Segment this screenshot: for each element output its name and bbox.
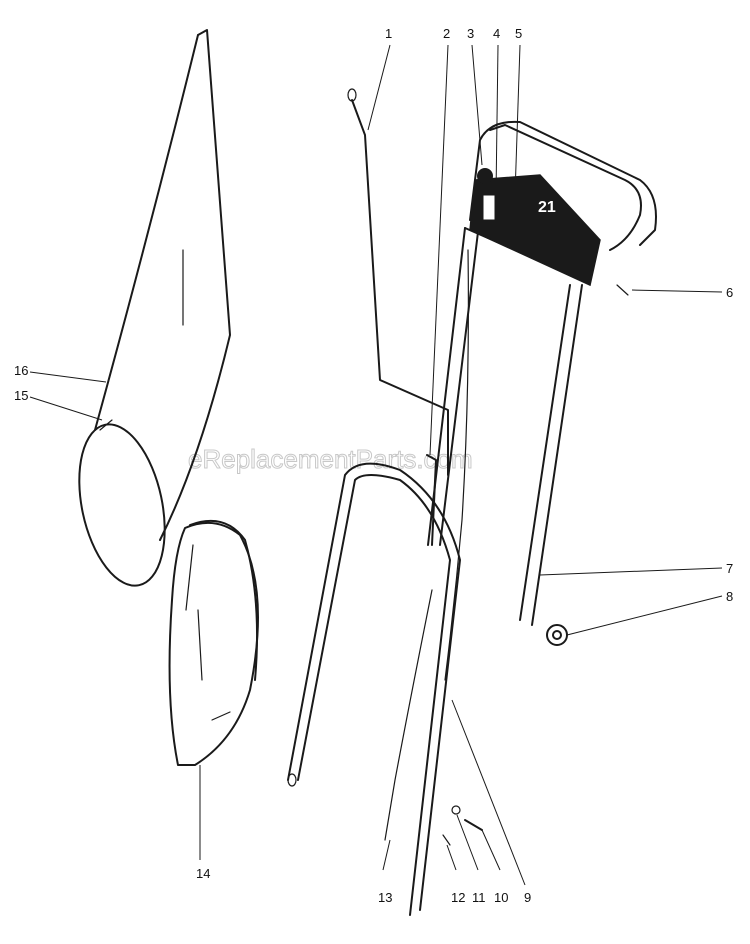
callout-4: 4 bbox=[493, 26, 500, 41]
callout-6: 6 bbox=[726, 285, 733, 300]
callout-2: 2 bbox=[443, 26, 450, 41]
callout-11: 11 bbox=[472, 890, 486, 905]
plate-number: 21 bbox=[538, 199, 556, 216]
callout-5: 5 bbox=[515, 26, 522, 41]
callout-3: 3 bbox=[467, 26, 474, 41]
callout-16: 16 bbox=[14, 363, 28, 378]
callouts: 1 2 3 4 5 6 7 8 9 10 11 12 13 14 15 16 bbox=[14, 26, 733, 905]
callout-15: 15 bbox=[14, 388, 28, 403]
watermark: eReplacementParts.com bbox=[188, 444, 473, 474]
lower-handle bbox=[287, 462, 461, 916]
control-rod bbox=[347, 88, 449, 476]
callout-9: 9 bbox=[524, 890, 531, 905]
control-plate: 21 bbox=[469, 168, 601, 287]
grass-bag bbox=[94, 29, 231, 541]
washer bbox=[451, 805, 461, 815]
screw bbox=[616, 284, 629, 296]
upper-handle bbox=[427, 120, 657, 681]
bolt bbox=[464, 819, 483, 831]
callout-8: 8 bbox=[726, 589, 733, 604]
callout-10: 10 bbox=[494, 890, 508, 905]
callout-14: 14 bbox=[196, 866, 210, 881]
cotter-pin bbox=[442, 834, 451, 846]
callout-7: 7 bbox=[726, 561, 733, 576]
callout-12: 12 bbox=[451, 890, 465, 905]
bag-cover bbox=[168, 519, 259, 766]
callout-1: 1 bbox=[385, 26, 392, 41]
leader-lines bbox=[29, 44, 723, 886]
callout-13: 13 bbox=[378, 890, 392, 905]
lower-cable bbox=[384, 589, 433, 841]
bag-frame-ring bbox=[78, 419, 166, 587]
knob bbox=[546, 624, 568, 646]
